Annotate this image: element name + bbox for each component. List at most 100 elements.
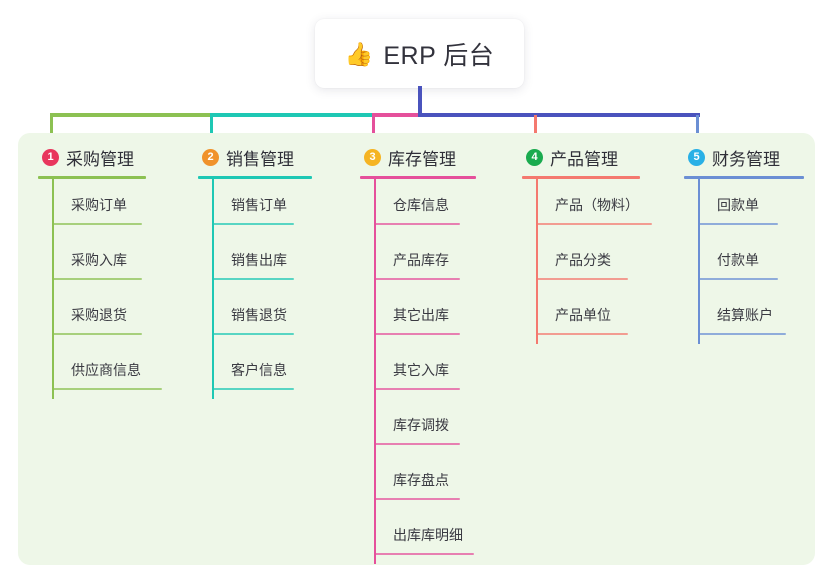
branch-item[interactable]: 付款单 xyxy=(684,234,804,289)
branch-item-rule xyxy=(374,333,460,335)
branch-item-list: 销售订单销售出库销售退货客户信息 xyxy=(198,179,312,399)
root-node-title: ERP 后台 xyxy=(383,41,495,70)
branches-panel xyxy=(18,133,815,565)
branch-item-rule xyxy=(536,223,652,225)
branch-item-rule xyxy=(536,333,628,335)
branch-item-rule xyxy=(374,278,460,280)
branch-spine xyxy=(212,179,214,399)
branch-item-list: 产品（物料） 产品分类产品单位 xyxy=(522,179,652,344)
branch-item[interactable]: 销售退货 xyxy=(198,289,312,344)
branch-item-rule xyxy=(374,388,460,390)
branch-item[interactable]: 销售订单 xyxy=(198,179,312,234)
branch-item-label: 采购订单 xyxy=(71,197,127,213)
drop-connector-5 xyxy=(696,115,699,145)
root-stem-connector xyxy=(418,86,422,115)
branch-item[interactable]: 销售出库 xyxy=(198,234,312,289)
branch-header-rule xyxy=(38,176,146,179)
bus-segment-2 xyxy=(210,113,372,117)
branch-item[interactable]: 产品库存 xyxy=(360,234,476,289)
branch-column-3: 3 库存管理仓库信息产品库存其它出库其它入库库存调拨库存盘点出库库明细 xyxy=(360,145,476,564)
branch-number-badge: 4 xyxy=(526,149,543,166)
root-node-card[interactable]: 👍 ERP 后台 xyxy=(315,19,524,88)
thumbs-up-icon: 👍 xyxy=(344,41,374,67)
bus-segment-1 xyxy=(50,113,210,117)
branch-title: 库存管理 xyxy=(388,150,456,169)
branch-item[interactable]: 产品单位 xyxy=(522,289,640,344)
branch-item[interactable]: 出库库明细 xyxy=(360,509,476,564)
branch-item-label: 结算账户 xyxy=(717,307,773,323)
branch-header-4[interactable]: 4 产品管理 xyxy=(522,145,640,170)
branch-item[interactable]: 其它出库 xyxy=(360,289,476,344)
branch-item-label: 产品库存 xyxy=(393,252,449,268)
drop-connector-1 xyxy=(50,115,53,145)
branch-item[interactable]: 库存调拨 xyxy=(360,399,476,454)
branch-item-label: 产品分类 xyxy=(555,252,611,268)
branch-item-label: 仓库信息 xyxy=(393,197,449,213)
branch-title: 产品管理 xyxy=(550,150,618,169)
branch-item-rule xyxy=(212,333,294,335)
branch-item-label: 付款单 xyxy=(717,252,759,268)
branch-item-rule xyxy=(536,278,628,280)
branch-header-rule xyxy=(684,176,804,179)
branch-item-label: 其它入库 xyxy=(393,362,449,378)
branch-spine xyxy=(52,179,54,399)
branch-item-label: 库存调拨 xyxy=(393,417,449,433)
branch-item-rule xyxy=(374,553,474,555)
branch-item[interactable]: 采购入库 xyxy=(38,234,146,289)
branch-item-list: 回款单付款单结算账户 xyxy=(684,179,804,344)
branch-number-badge: 3 xyxy=(364,149,381,166)
branch-column-4: 4 产品管理产品（物料） 产品分类产品单位 xyxy=(522,145,652,344)
branch-item[interactable]: 回款单 xyxy=(684,179,804,234)
branch-number-badge: 5 xyxy=(688,149,705,166)
branch-item[interactable]: 采购退货 xyxy=(38,289,146,344)
branch-item[interactable]: 仓库信息 xyxy=(360,179,476,234)
branch-item[interactable]: 客户信息 xyxy=(198,344,312,399)
branch-item-rule xyxy=(212,278,294,280)
branch-item-label: 采购入库 xyxy=(71,252,127,268)
branch-title: 销售管理 xyxy=(226,150,294,169)
branch-item[interactable]: 结算账户 xyxy=(684,289,804,344)
branch-item-rule xyxy=(374,498,460,500)
branch-item-label: 供应商信息 xyxy=(71,362,141,378)
branch-header-rule xyxy=(522,176,640,179)
branch-item[interactable]: 供应商信息 xyxy=(38,344,162,399)
branch-number-badge: 1 xyxy=(42,149,59,166)
branch-item[interactable]: 采购订单 xyxy=(38,179,146,234)
branch-item-rule xyxy=(698,278,778,280)
drop-connector-2 xyxy=(210,115,213,145)
branch-item[interactable]: 产品分类 xyxy=(522,234,640,289)
branch-item-label: 出库库明细 xyxy=(393,527,463,543)
drop-connector-4 xyxy=(534,115,537,145)
branch-item-label: 库存盘点 xyxy=(393,472,449,488)
branch-header-3[interactable]: 3 库存管理 xyxy=(360,145,476,170)
branch-item[interactable]: 库存盘点 xyxy=(360,454,476,509)
branch-item[interactable]: 产品（物料） xyxy=(522,179,652,234)
branch-item-rule xyxy=(374,443,460,445)
branch-item-label: 产品单位 xyxy=(555,307,611,323)
branch-header-rule xyxy=(360,176,476,179)
branch-item-label: 客户信息 xyxy=(231,362,287,378)
branch-item-rule xyxy=(52,388,162,390)
branch-header-rule xyxy=(198,176,312,179)
branch-item-rule xyxy=(698,333,786,335)
branch-item-label: 回款单 xyxy=(717,197,759,213)
branch-spine xyxy=(536,179,538,344)
branch-item-rule xyxy=(52,223,142,225)
bus-segment-root xyxy=(418,113,700,117)
branch-item-list: 仓库信息产品库存其它出库其它入库库存调拨库存盘点出库库明细 xyxy=(360,179,476,564)
branch-item-rule xyxy=(52,333,142,335)
branch-item-list: 采购订单采购入库采购退货供应商信息 xyxy=(38,179,162,399)
branch-item[interactable]: 其它入库 xyxy=(360,344,476,399)
branch-item-rule xyxy=(698,223,778,225)
branch-item-rule xyxy=(52,278,142,280)
branch-item-label: 销售订单 xyxy=(231,197,287,213)
branch-item-label: 产品（物料） xyxy=(555,197,639,213)
branch-item-label: 其它出库 xyxy=(393,307,449,323)
drop-connector-3 xyxy=(372,115,375,145)
